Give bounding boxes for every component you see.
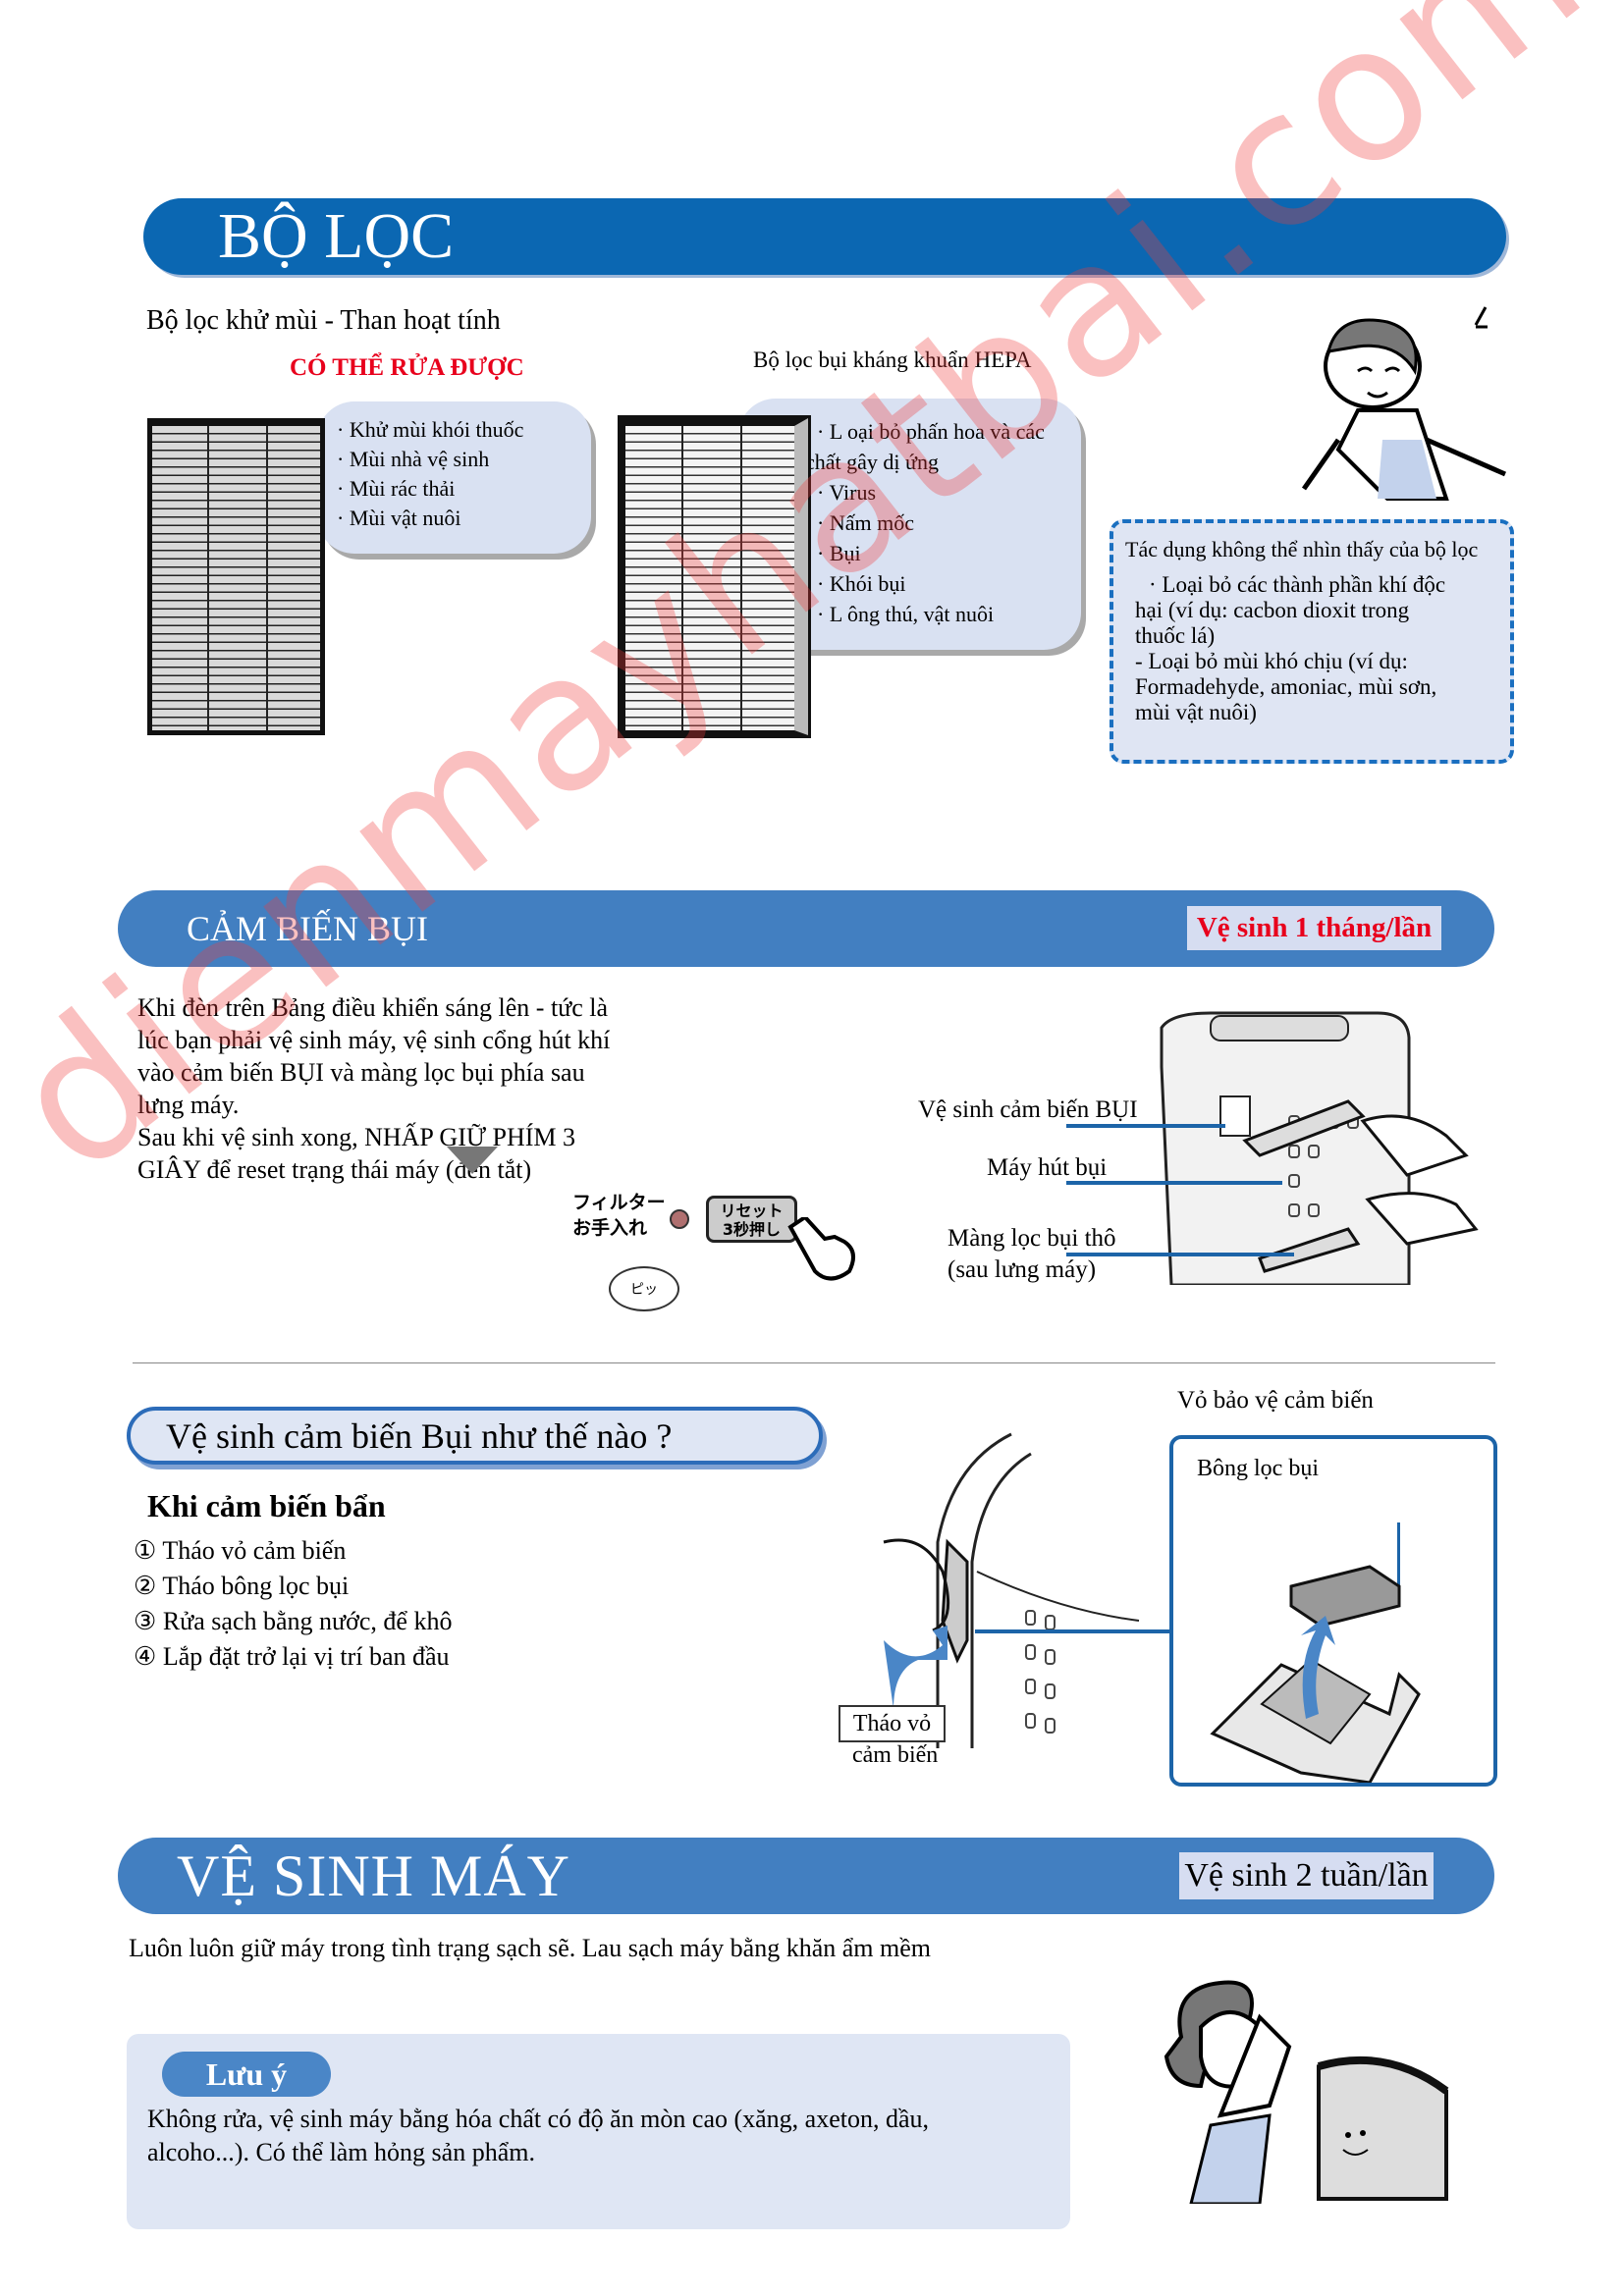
cotton-label: Bông lọc bụi <box>1197 1456 1319 1481</box>
list-item: · Khói bụi <box>817 571 906 596</box>
list-item: · Khử mùi khói thuốc <box>337 417 524 442</box>
section-title: VỆ SINH MÁY <box>177 1842 570 1908</box>
list-item: · L ông thú, vật nuôi <box>817 602 995 626</box>
carbon-filter-image <box>147 418 325 735</box>
paragraph-line: lưng máy. <box>137 1091 240 1119</box>
sensor-instructions: Khi đèn trên Bảng điều khiển sáng lên - … <box>137 991 610 1186</box>
pointing-hand-icon <box>787 1217 855 1281</box>
pointer-triangle-icon <box>447 1147 498 1174</box>
step-item: ③ Rửa sạch bằng nước, để khô <box>134 1607 453 1635</box>
note-box: Lưu ý Không rửa, vệ sinh máy bằng hóa ch… <box>127 2034 1070 2229</box>
steps-list: ① Tháo vỏ cảm biến ② Tháo bông lọc bụi ③… <box>134 1533 452 1675</box>
woman-cleaning-illustration-icon <box>1164 1980 1449 2204</box>
remove-cover-label: Tháo vỏ <box>839 1705 946 1742</box>
hepa-filter-image <box>618 415 811 738</box>
machine-intro: Luôn luôn giữ máy trong tình trạng sạch … <box>129 1934 932 1962</box>
remove-sensor-cover-illustration-icon <box>883 1432 1140 1748</box>
effect-line: mùi vật nuôi) <box>1135 700 1257 724</box>
effect-line: thuốc lá) <box>1135 623 1216 648</box>
filter-section-banner: BỘ LỌC <box>143 198 1506 275</box>
step-item: ④ Lắp đặt trở lại vị trí ban đầu <box>134 1642 450 1671</box>
howto-title-pill: Vệ sinh cảm biến Bụi như thế nào ? <box>127 1407 823 1465</box>
callout-sensor: Vệ sinh cảm biến BỤI <box>918 1096 1138 1123</box>
hepa-filter-label: Bộ lọc bụi kháng khuẩn HEPA <box>753 347 1032 372</box>
purifier-vacuum-illustration-icon <box>1160 1011 1479 1285</box>
list-item: · Mùi rác thải <box>337 476 456 501</box>
callout-prefilter: Màng lọc bụi thô <box>947 1225 1116 1252</box>
step-item: ② Tháo bông lọc bụi <box>134 1572 350 1600</box>
cotton-filter-illustration-icon <box>1210 1565 1421 1783</box>
paragraph-line: Sau khi vệ sinh xong, NHẤP GIỮ PHÍM 3 <box>137 1123 576 1151</box>
remove-cover-label-2: cảm biến <box>852 1742 939 1768</box>
effect-line: · Loại bỏ các thành phần khí độc <box>1149 572 1446 597</box>
callout-line <box>1066 1124 1225 1128</box>
effect-line: Formadehyde, amoniac, mùi sơn, <box>1135 674 1437 699</box>
washable-label: CÓ THỂ RỬA ĐƯỢC <box>290 354 524 381</box>
list-item: · Mùi vật nuôi <box>337 506 461 530</box>
paragraph-line: vào cảm biến BỤI và màng lọc bụi phía sa… <box>137 1058 585 1087</box>
list-item: · Bụi <box>817 541 861 565</box>
effect-line: hại (ví dụ: cacbon dioxit trong <box>1135 598 1410 622</box>
invisible-effects-box: Tác dụng không thể nhìn thấy của bộ lọc … <box>1110 519 1514 764</box>
frequency-badge: Vệ sinh 1 tháng/lần <box>1187 906 1441 950</box>
section-title: CẢM BIẾN BỤI <box>187 909 429 948</box>
callout-line <box>975 1629 1169 1633</box>
effect-line: - Loại bỏ mùi khó chịu (ví dụ: <box>1135 649 1408 673</box>
list-item: · Mùi nhà vệ sinh <box>337 447 490 471</box>
filter-care-label: フィルターお手入れ <box>572 1192 666 1239</box>
carbon-benefits-bubble: · Khử mùi khói thuốc · Mùi nhà vệ sinh ·… <box>317 401 591 554</box>
note-text: Không rửa, vệ sinh máy bằng hóa chất có … <box>147 2105 930 2166</box>
list-item: chất gây dị ứng <box>805 450 939 474</box>
paragraph-line: lúc bạn phải vệ sinh máy, vệ sinh cổng h… <box>137 1026 611 1054</box>
cotton-detail-box: Bông lọc bụi <box>1169 1435 1497 1787</box>
cover-label: Vỏ bảo vệ cảm biến <box>1177 1387 1374 1414</box>
filter-led-icon <box>670 1209 689 1229</box>
step-item: ① Tháo vỏ cảm biến <box>134 1536 347 1565</box>
beep-bubble: ピッ <box>609 1266 679 1311</box>
callout-line <box>1066 1181 1282 1185</box>
callout-line <box>1066 1253 1294 1256</box>
woman-illustration-icon <box>1301 306 1507 501</box>
callout-prefilter-note: (sau lưng máy) <box>947 1256 1097 1283</box>
list-item: · Virus <box>817 480 877 505</box>
callout-vacuum: Máy hút bụi <box>987 1154 1108 1181</box>
list-item: · Nấm mốc <box>817 510 914 535</box>
list-item: · L oại bỏ phấn hoa và các <box>817 419 1045 444</box>
section-divider <box>133 1362 1495 1363</box>
howto-subtitle: Khi cảm biến bẩn <box>147 1488 386 1523</box>
callout-line <box>1397 1522 1400 1591</box>
paragraph-line: GIÂY để reset trạng thái máy (đèn tắt) <box>137 1155 532 1184</box>
note-label: Lưu ý <box>162 2052 331 2097</box>
section-title: BỘ LỌC <box>218 200 455 272</box>
frequency-badge: Vệ sinh 2 tuần/lần <box>1179 1852 1434 1899</box>
box-title: Tác dụng không thể nhìn thấy của bộ lọc <box>1125 537 1479 561</box>
paragraph-line: Khi đèn trên Bảng điều khiển sáng lên - … <box>137 993 609 1022</box>
carbon-filter-label: Bộ lọc khử mùi - Than hoạt tính <box>146 305 501 336</box>
